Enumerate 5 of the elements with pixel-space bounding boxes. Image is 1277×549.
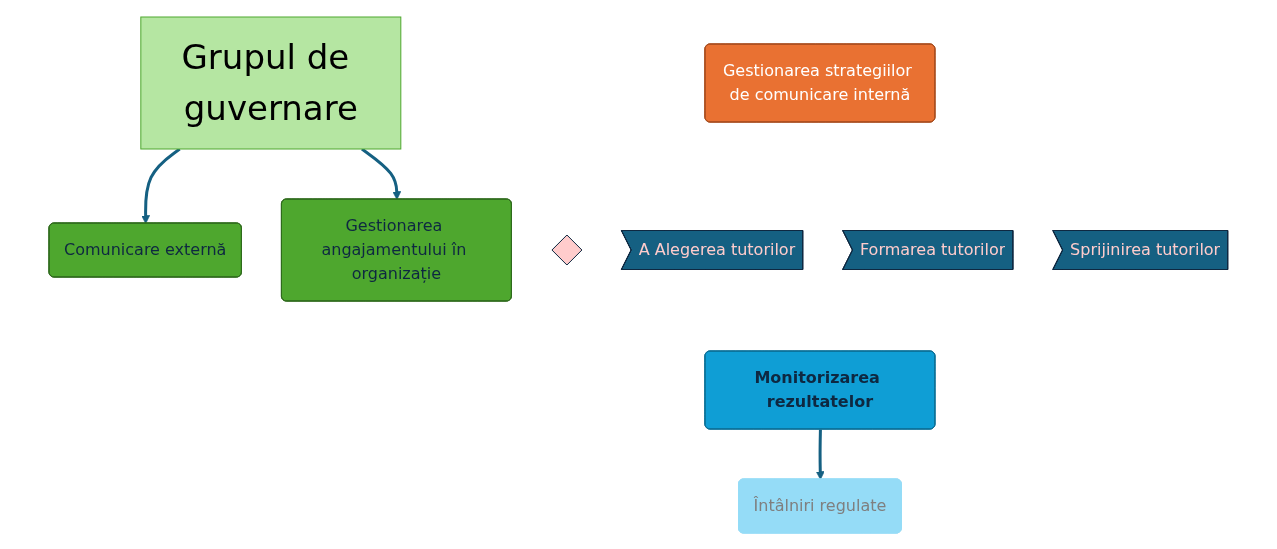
node-box: Grupul de guvernare	[140, 16, 402, 149]
arrow	[141, 147, 181, 224]
arrow	[816, 428, 825, 480]
arrow	[361, 147, 402, 200]
node-diamond	[551, 234, 583, 265]
